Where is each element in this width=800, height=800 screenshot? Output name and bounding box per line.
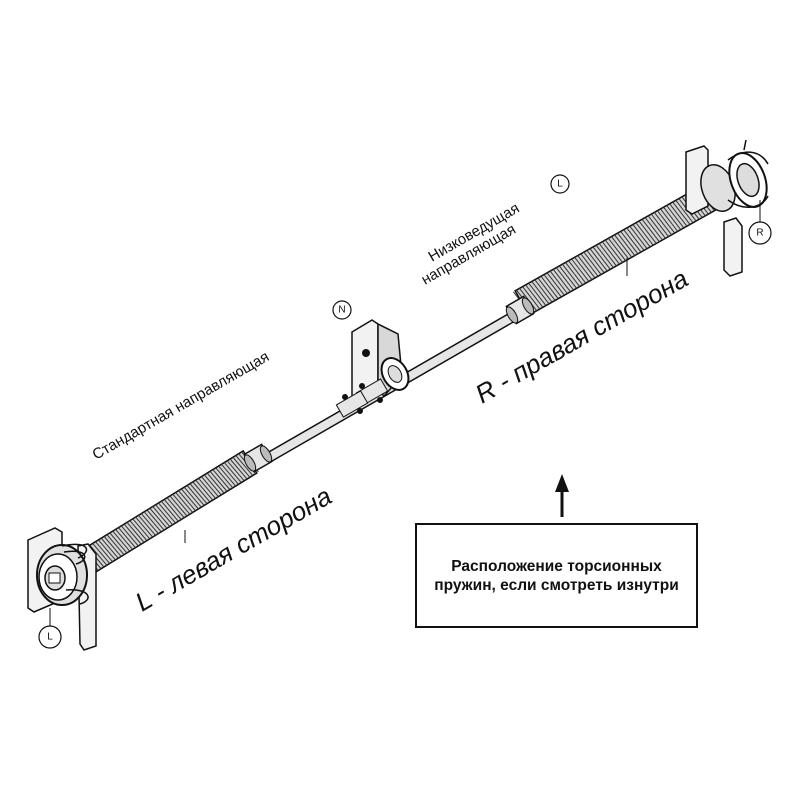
center-bearing-bracket	[335, 319, 410, 418]
marker-l-bottom: L	[38, 625, 62, 649]
svg-text:L: L	[47, 632, 53, 643]
standard-track-label: Стандартная направляющая	[90, 348, 273, 463]
left-spring	[75, 449, 259, 577]
marker-r: R	[748, 221, 772, 245]
right-spring-cone	[505, 295, 535, 325]
left-cable-drum	[27, 527, 97, 651]
leader-lines	[49, 200, 761, 626]
marker-l-top: L	[550, 174, 570, 194]
info-box-text: Расположение торсионных пружин, если смо…	[434, 557, 679, 594]
right-cable-drum	[685, 139, 769, 277]
up-arrow-icon	[555, 474, 569, 517]
marker-n: N	[332, 300, 352, 320]
spring-position-info-box: Расположение торсионных пружин, если смо…	[415, 523, 698, 628]
left-spring-cone	[243, 443, 273, 473]
svg-text:R: R	[756, 228, 763, 239]
svg-text:N: N	[338, 305, 345, 316]
svg-text:L: L	[557, 179, 563, 190]
